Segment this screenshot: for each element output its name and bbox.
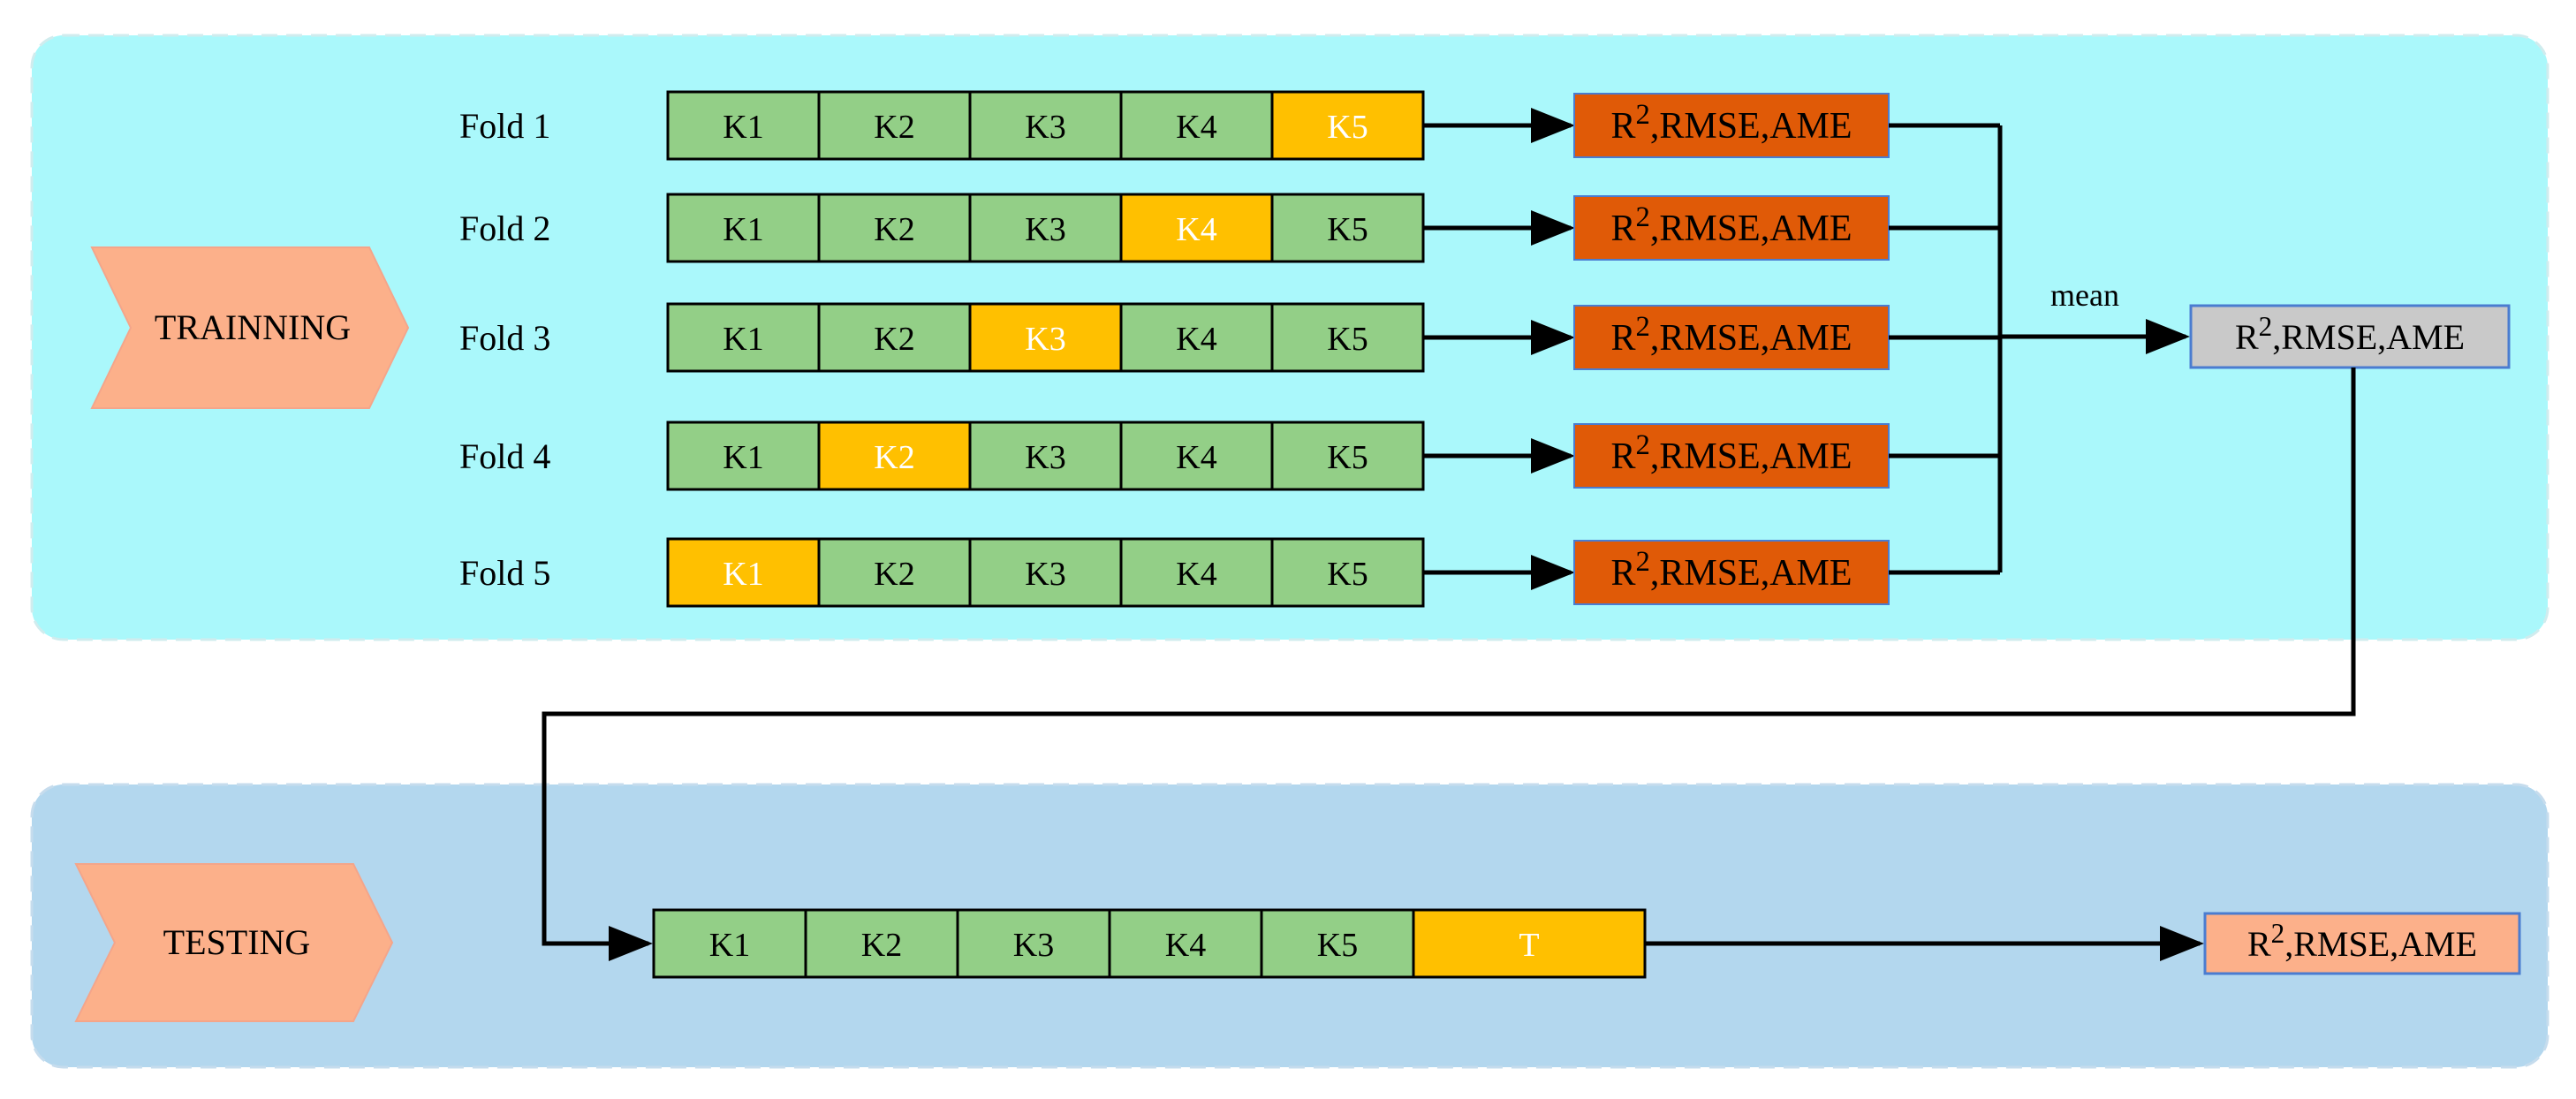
train-cell — [968, 421, 1123, 491]
cell-label: K4 — [1176, 109, 1216, 146]
fold-label: Fold 3 — [459, 318, 550, 358]
cell-label: K3 — [1013, 927, 1054, 964]
cell-label: K5 — [1327, 556, 1368, 593]
testing-row: K1 K2 K3 K4 K5 T R2,RMSE,AME — [652, 908, 2521, 979]
fold-metrics-label: R2,RMSE,AME — [1610, 546, 1852, 594]
cell-label: K1 — [723, 109, 763, 146]
training-label: TRAINNING — [155, 307, 351, 347]
train-cell — [652, 908, 807, 979]
cell-label: K1 — [723, 321, 763, 358]
validation-cell — [1119, 193, 1274, 263]
cell-label: K3 — [1025, 211, 1065, 248]
fold-metrics-box — [1573, 195, 1890, 261]
cell-label: K1 — [709, 927, 750, 964]
fold-row: Fold 3 K1 K2 K3 K4 K5 R2,RMSE,AME — [459, 302, 1890, 373]
fold-label: Fold 5 — [459, 553, 550, 593]
cell-label: K5 — [1317, 927, 1358, 964]
training-chevron: TRAINNING — [90, 246, 410, 409]
cell-label: K2 — [874, 109, 914, 146]
cell-label: K2 — [874, 321, 914, 358]
train-cell — [666, 421, 821, 491]
cell-label: K1 — [723, 556, 763, 593]
fold-label: Fold 4 — [459, 436, 550, 476]
fold-metrics-label: R2,RMSE,AME — [1610, 201, 1852, 249]
to-testing-arrow — [542, 368, 2356, 961]
cell-label: K5 — [1327, 109, 1368, 146]
train-cell — [956, 908, 1111, 979]
cell-label: K3 — [1025, 556, 1065, 593]
testing-chevron: TESTING — [74, 863, 394, 1022]
fold-row: Fold 5 K1 K2 K3 K4 K5 R2,RMSE,AME — [459, 537, 1890, 608]
cell-label: K1 — [723, 439, 763, 476]
test-cell-label: T — [1519, 927, 1539, 964]
final-metrics-label: R2,RMSE,AME — [2247, 918, 2477, 964]
train-cell — [968, 193, 1123, 263]
train-cell — [1260, 908, 1415, 979]
cell-label: K2 — [874, 211, 914, 248]
fold-metrics-box — [1573, 93, 1890, 158]
fold-row: Fold 4 K1 K2 K3 K4 K5 R2,RMSE,AME — [459, 421, 1890, 491]
cell-label: K3 — [1025, 109, 1065, 146]
cell-label: K1 — [723, 211, 763, 248]
fold-row: Fold 2 K1 K2 K3 K4 K5 R2,RMSE,AME — [459, 193, 1890, 263]
cell-label: K3 — [1025, 321, 1065, 358]
cell-label: K5 — [1327, 439, 1368, 476]
train-cell — [1119, 421, 1274, 491]
fold-label: Fold 1 — [459, 106, 550, 146]
validation-cell — [1270, 90, 1425, 161]
cell-label: K2 — [874, 556, 914, 593]
cell-label: K2 — [861, 927, 902, 964]
train-cell — [1119, 90, 1274, 161]
train-cell — [817, 90, 972, 161]
cell-label: K4 — [1176, 556, 1216, 593]
final-metrics-box — [2203, 912, 2521, 975]
fold-row: Fold 1 K1 K2 K3 K4 K5 R2,RMSE,AME — [459, 90, 1890, 161]
fold-metrics-label: R2,RMSE,AME — [1610, 311, 1852, 359]
cell-label: K4 — [1176, 321, 1216, 358]
cell-label: K3 — [1025, 439, 1065, 476]
train-cell — [666, 90, 821, 161]
cell-label: K4 — [1176, 211, 1216, 248]
fold-metrics-label: R2,RMSE,AME — [1610, 99, 1852, 147]
mean-label: mean — [2050, 277, 2119, 313]
train-cell — [666, 193, 821, 263]
fold-metrics-box — [1573, 305, 1890, 370]
train-cell — [1270, 193, 1425, 263]
train-cell — [817, 302, 972, 373]
mean-metrics-label: R2,RMSE,AME — [2235, 311, 2465, 357]
fold-metrics-label: R2,RMSE,AME — [1610, 429, 1852, 477]
cell-label: K4 — [1176, 439, 1216, 476]
mean-metrics-box — [2189, 304, 2511, 369]
train-cell — [1270, 537, 1425, 608]
fold-metrics-box — [1573, 540, 1890, 605]
fold-label: Fold 2 — [459, 208, 550, 248]
cell-label: K2 — [874, 439, 914, 476]
cell-label: K5 — [1327, 211, 1368, 248]
train-cell — [968, 537, 1123, 608]
testing-label: TESTING — [163, 922, 311, 962]
cell-label: K4 — [1165, 927, 1206, 964]
train-cell — [1119, 302, 1274, 373]
train-cell — [1108, 908, 1263, 979]
cell-label: K5 — [1327, 321, 1368, 358]
